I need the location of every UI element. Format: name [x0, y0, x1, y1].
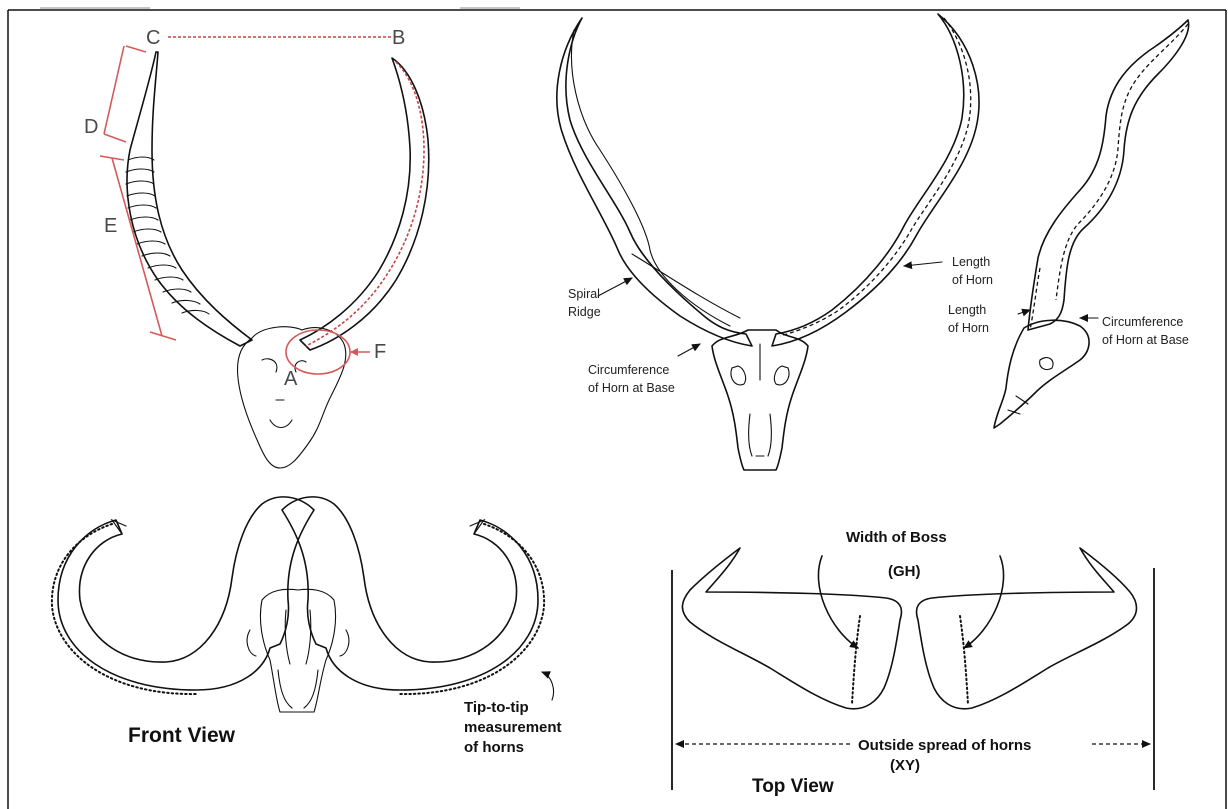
- buffalo-skull: [260, 589, 335, 712]
- horn-rings: [126, 157, 209, 314]
- width-of-boss-label: Width of Boss: [846, 529, 947, 546]
- panel-kudu-side: Length of Horn Circumference of Horn at …: [948, 20, 1189, 428]
- length-label-1: Length: [952, 255, 990, 269]
- top-right-horn: [917, 548, 1137, 709]
- antelope-skull: [238, 327, 346, 468]
- label-d: D: [84, 116, 98, 138]
- label-e: E: [104, 215, 117, 237]
- circumference-label-2: of Horn at Base: [588, 381, 675, 395]
- kudu-right-horn: [772, 14, 979, 346]
- boss-code-label: (GH): [888, 563, 921, 580]
- kudu-side-skull: [994, 320, 1089, 428]
- label-a: A: [284, 368, 298, 390]
- kudu-side-horn: [1028, 20, 1189, 330]
- tip-to-tip-label-3: of horns: [464, 739, 524, 756]
- label-c: C: [146, 27, 160, 49]
- buffalo-horns: [58, 497, 314, 690]
- panel-kudu-front: Spiral Ridge Circumference of Horn at Ba…: [557, 14, 993, 470]
- tip-to-tip-label-2: measurement: [464, 719, 562, 736]
- tip-to-tip-label-1: Tip-to-tip: [464, 699, 529, 716]
- label-b: B: [392, 27, 405, 49]
- side-circumference-label-2: of Horn at Base: [1102, 333, 1189, 347]
- front-view-title: Front View: [128, 724, 236, 747]
- side-circumference-label-1: Circumference: [1102, 315, 1183, 329]
- spiral-ridge-label-2: Ridge: [568, 305, 601, 319]
- frame: [8, 8, 1226, 809]
- right-horn: [300, 58, 429, 350]
- bracket-d: [104, 46, 146, 142]
- left-horn: [127, 52, 252, 346]
- spiral-ridge-label-1: Spiral: [568, 287, 600, 301]
- circumference-label-1: Circumference: [588, 363, 669, 377]
- side-length-label-1: Length: [948, 303, 986, 317]
- label-f: F: [374, 341, 386, 363]
- top-view-title: Top View: [752, 776, 834, 797]
- side-length-label-2: of Horn: [948, 321, 989, 335]
- bracket-e: [100, 156, 176, 340]
- panel-buffalo-front: Front View Tip-to-tip measurement of hor…: [52, 497, 562, 756]
- panel-buffalo-top: Width of Boss (GH) Outside spread of hor…: [672, 529, 1154, 797]
- top-left-horn: [682, 548, 901, 709]
- length-label-2: of Horn: [952, 273, 993, 287]
- spread-code-label: (XY): [890, 757, 920, 774]
- outside-spread-label: Outside spread of horns: [858, 737, 1031, 754]
- panel-antelope-horns: C B D E A F: [84, 27, 429, 468]
